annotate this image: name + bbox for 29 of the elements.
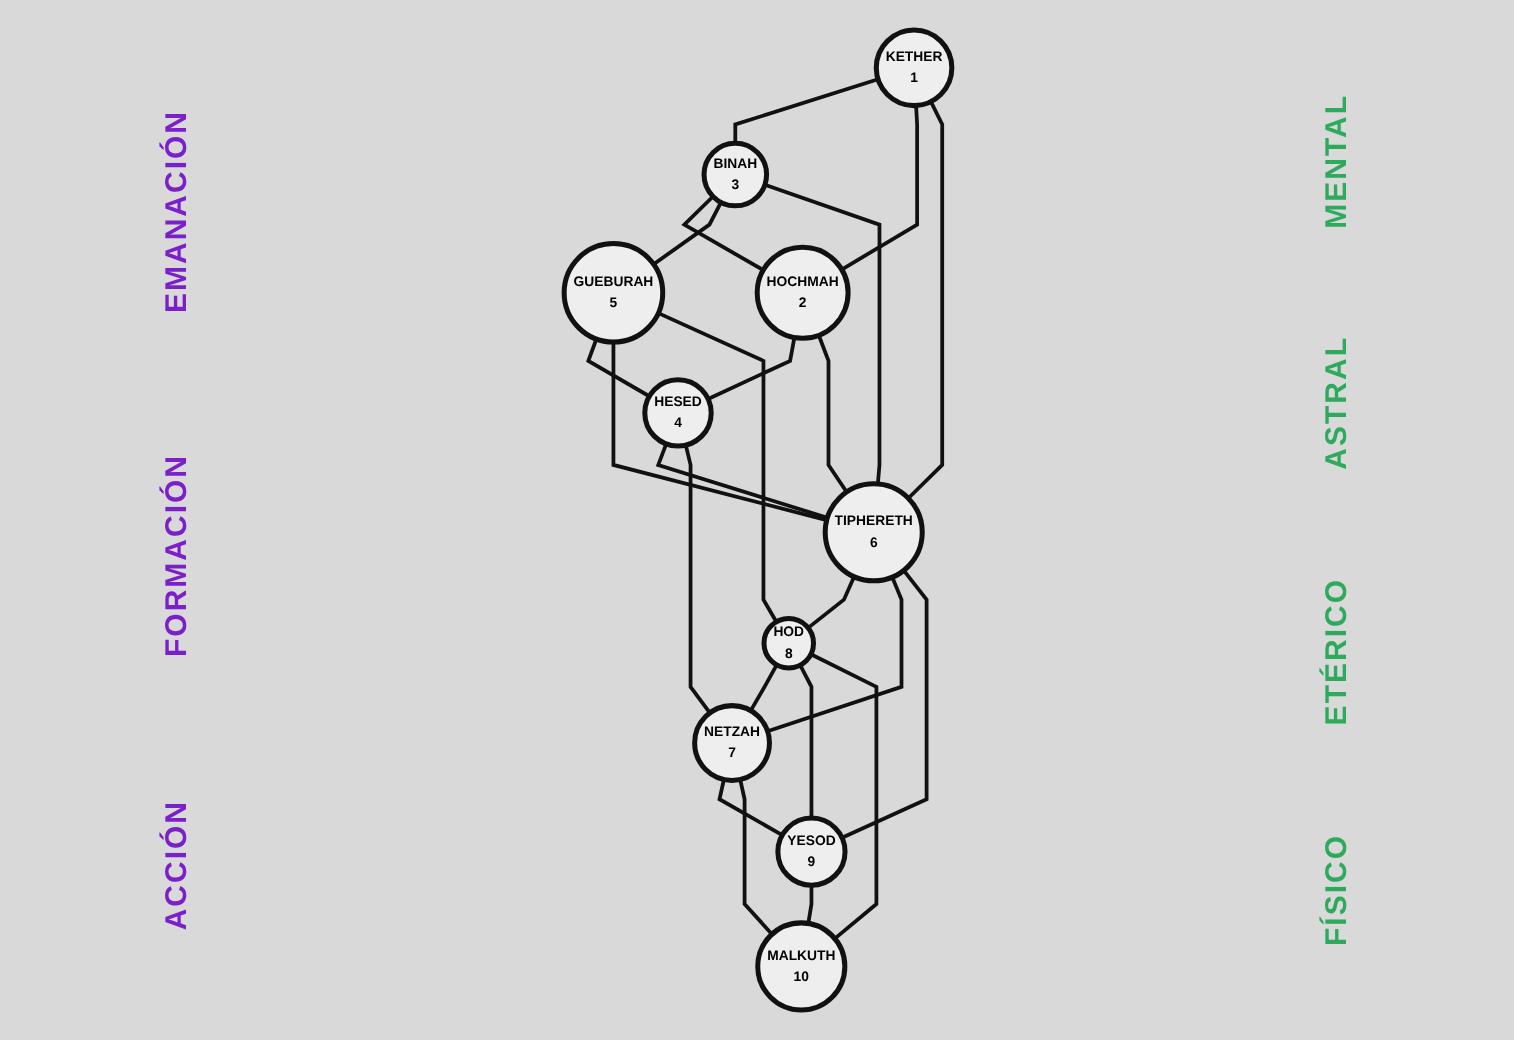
vertical-label: FORMACIÓN — [160, 454, 194, 658]
connector — [732, 77, 878, 144]
connector — [765, 576, 903, 734]
connector — [585, 338, 650, 398]
vertical-label: ASTRAL — [1320, 336, 1354, 471]
connector — [706, 337, 796, 401]
vertical-label: ETÉRICO — [1320, 578, 1354, 726]
connector — [680, 195, 764, 272]
connector — [748, 663, 778, 712]
connector — [651, 201, 722, 266]
connector — [716, 779, 783, 837]
connector — [805, 885, 813, 924]
connector — [906, 100, 944, 500]
connector — [816, 334, 848, 494]
connector — [797, 664, 813, 819]
connector — [737, 779, 773, 936]
vertical-label: EMANACIÓN — [160, 110, 194, 314]
connector — [682, 444, 711, 715]
vertical-label: MENTAL — [1320, 94, 1354, 229]
connector — [840, 569, 928, 840]
connector — [809, 652, 878, 941]
vertical-label: ACCIÓN — [160, 799, 194, 930]
connector — [806, 575, 855, 630]
connector — [839, 105, 918, 272]
connector — [656, 311, 777, 623]
connector — [763, 183, 881, 485]
vertical-label: FÍSICO — [1320, 833, 1354, 946]
connector — [610, 342, 827, 522]
connector — [654, 443, 827, 520]
